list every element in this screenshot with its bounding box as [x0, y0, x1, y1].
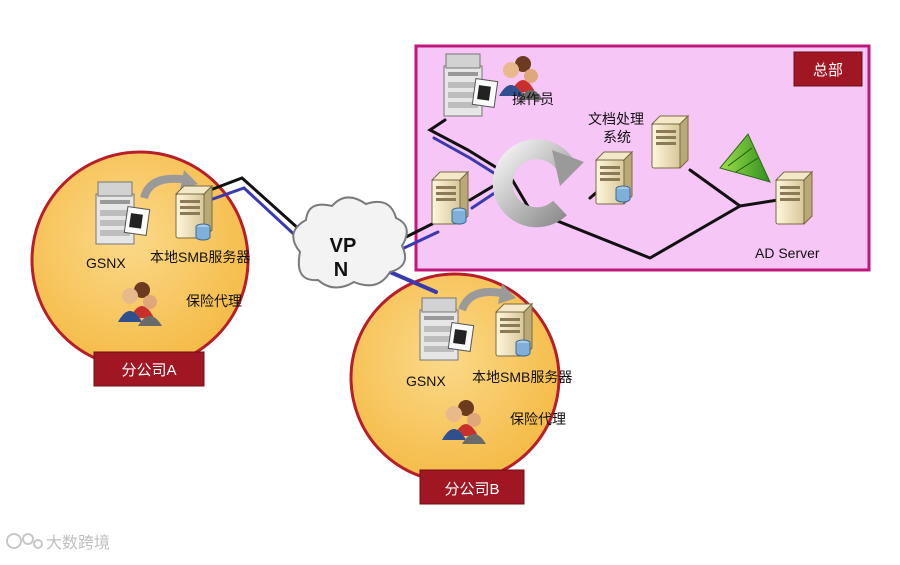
link-operator-blue [432, 136, 507, 182]
link-a-vpn [203, 176, 302, 232]
vpn-label-line2: N [334, 259, 348, 281]
hq-tag [793, 51, 863, 87]
docsys-label-line1: 文档处理 [588, 111, 644, 127]
branch-a-sync-arrow-icon [140, 170, 198, 200]
sync-arrow-icon [492, 139, 584, 228]
operator-label: 操作员 [512, 91, 554, 107]
branch-b-db-icon [515, 339, 531, 357]
branch-b-printer-label: GSNX [406, 373, 446, 389]
link-a-vpn-blue [208, 186, 300, 240]
link-operator [427, 118, 512, 178]
large-server-icon [651, 115, 689, 169]
network-links [203, 118, 780, 294]
branch-a-tag [93, 351, 205, 387]
ad-server-icon [775, 171, 813, 225]
branch-b-tag-label: 分公司B [444, 481, 499, 498]
branch-a-db-icon [195, 223, 211, 241]
docsys-label-line2: 系统 [603, 129, 631, 145]
firewall-icon [719, 133, 771, 183]
branch-b-server-label: 本地SMB服务器 [472, 369, 572, 385]
watermark-logo-icon [6, 533, 43, 549]
link-b-vpn [388, 270, 438, 294]
hq-server-db-icon [451, 207, 467, 225]
branch-b-agents-label: 保险代理 [510, 411, 566, 427]
branch-b-sync-arrow-icon [458, 284, 516, 312]
branch-b-tag [419, 469, 525, 505]
vpn-cloud: VP N [292, 196, 408, 289]
branch-a-server-label: 本地SMB服务器 [150, 249, 250, 265]
branch-a-printer-label: GSNX [86, 255, 126, 271]
branch-a-agents-label: 保险代理 [186, 293, 242, 309]
hq-backbone [508, 168, 743, 260]
ad-server-label: AD Server [755, 245, 820, 261]
vpn-label-line1: VP [330, 235, 357, 257]
watermark-text: 大数跨境 [46, 533, 110, 552]
docsys-db-icon [615, 185, 631, 203]
hq-tag-label: 总部 [813, 62, 843, 79]
link-ad-server [738, 198, 780, 208]
watermark: 大数跨境 [6, 533, 110, 552]
link-vpn-hq-blue [402, 230, 440, 250]
branch-a-tag-label: 分公司A [121, 362, 176, 379]
